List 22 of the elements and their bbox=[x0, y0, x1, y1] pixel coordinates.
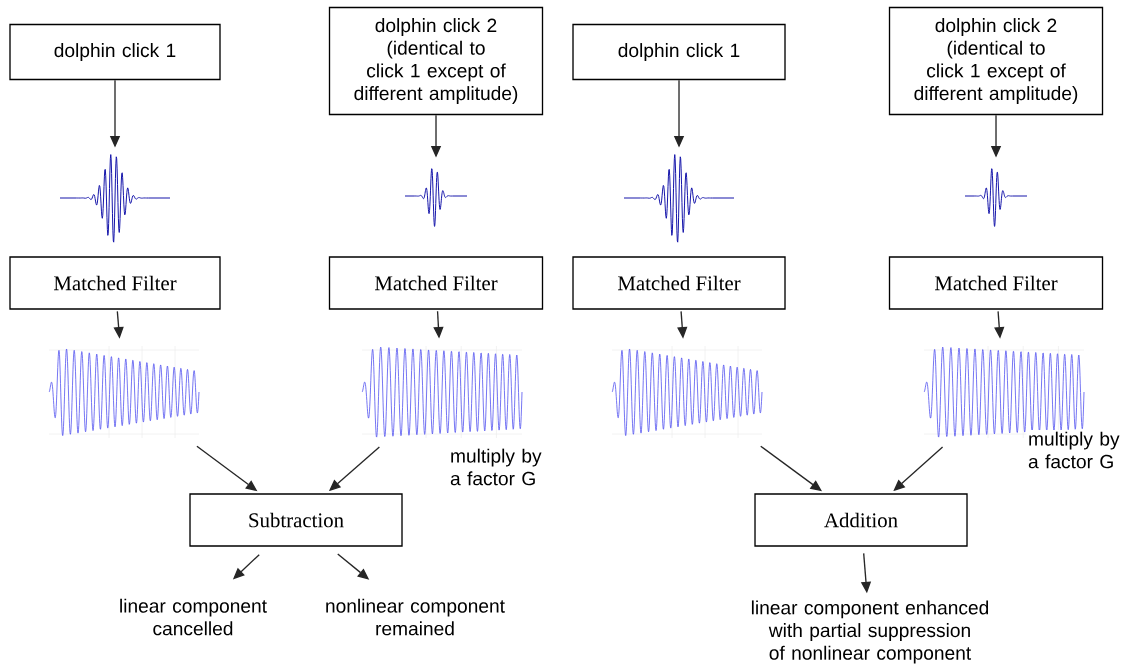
click-waveform-drawing bbox=[964, 168, 1028, 227]
process-box: Matched Filter bbox=[328, 256, 544, 310]
process-box: dolphin click 2 (identical to click 1 except of different amplitude) bbox=[888, 6, 1104, 116]
matched-filter-output-drawing bbox=[611, 345, 763, 439]
click-waveform-drawing bbox=[59, 154, 171, 243]
click-waveform-drawing bbox=[623, 154, 735, 243]
process-box: dolphin click 1 bbox=[572, 23, 786, 81]
edge-label: multiply by a factor G bbox=[1026, 429, 1130, 471]
process-box: Matched Filter bbox=[9, 256, 221, 310]
result-text: linear component cancelled bbox=[120, 598, 267, 636]
process-box: dolphin click 1 bbox=[9, 23, 221, 81]
result-text: nonlinear component remained bbox=[326, 598, 505, 636]
matched-filter-output-drawing bbox=[361, 345, 523, 439]
process-box: Matched Filter bbox=[888, 256, 1104, 310]
result-text: linear component enhanced with partial suppression of nonlinear component bbox=[751, 600, 989, 664]
process-box: Addition bbox=[754, 493, 968, 547]
process-box: dolphin click 2 (identical to click 1 except of different amplitude) bbox=[328, 6, 544, 116]
process-box: Matched Filter bbox=[572, 256, 786, 310]
process-box: Subtraction bbox=[189, 493, 403, 547]
click-waveform-drawing bbox=[404, 168, 468, 227]
edge-label: multiply by a factor G bbox=[448, 446, 552, 488]
matched-filter-output-drawing bbox=[48, 345, 200, 439]
